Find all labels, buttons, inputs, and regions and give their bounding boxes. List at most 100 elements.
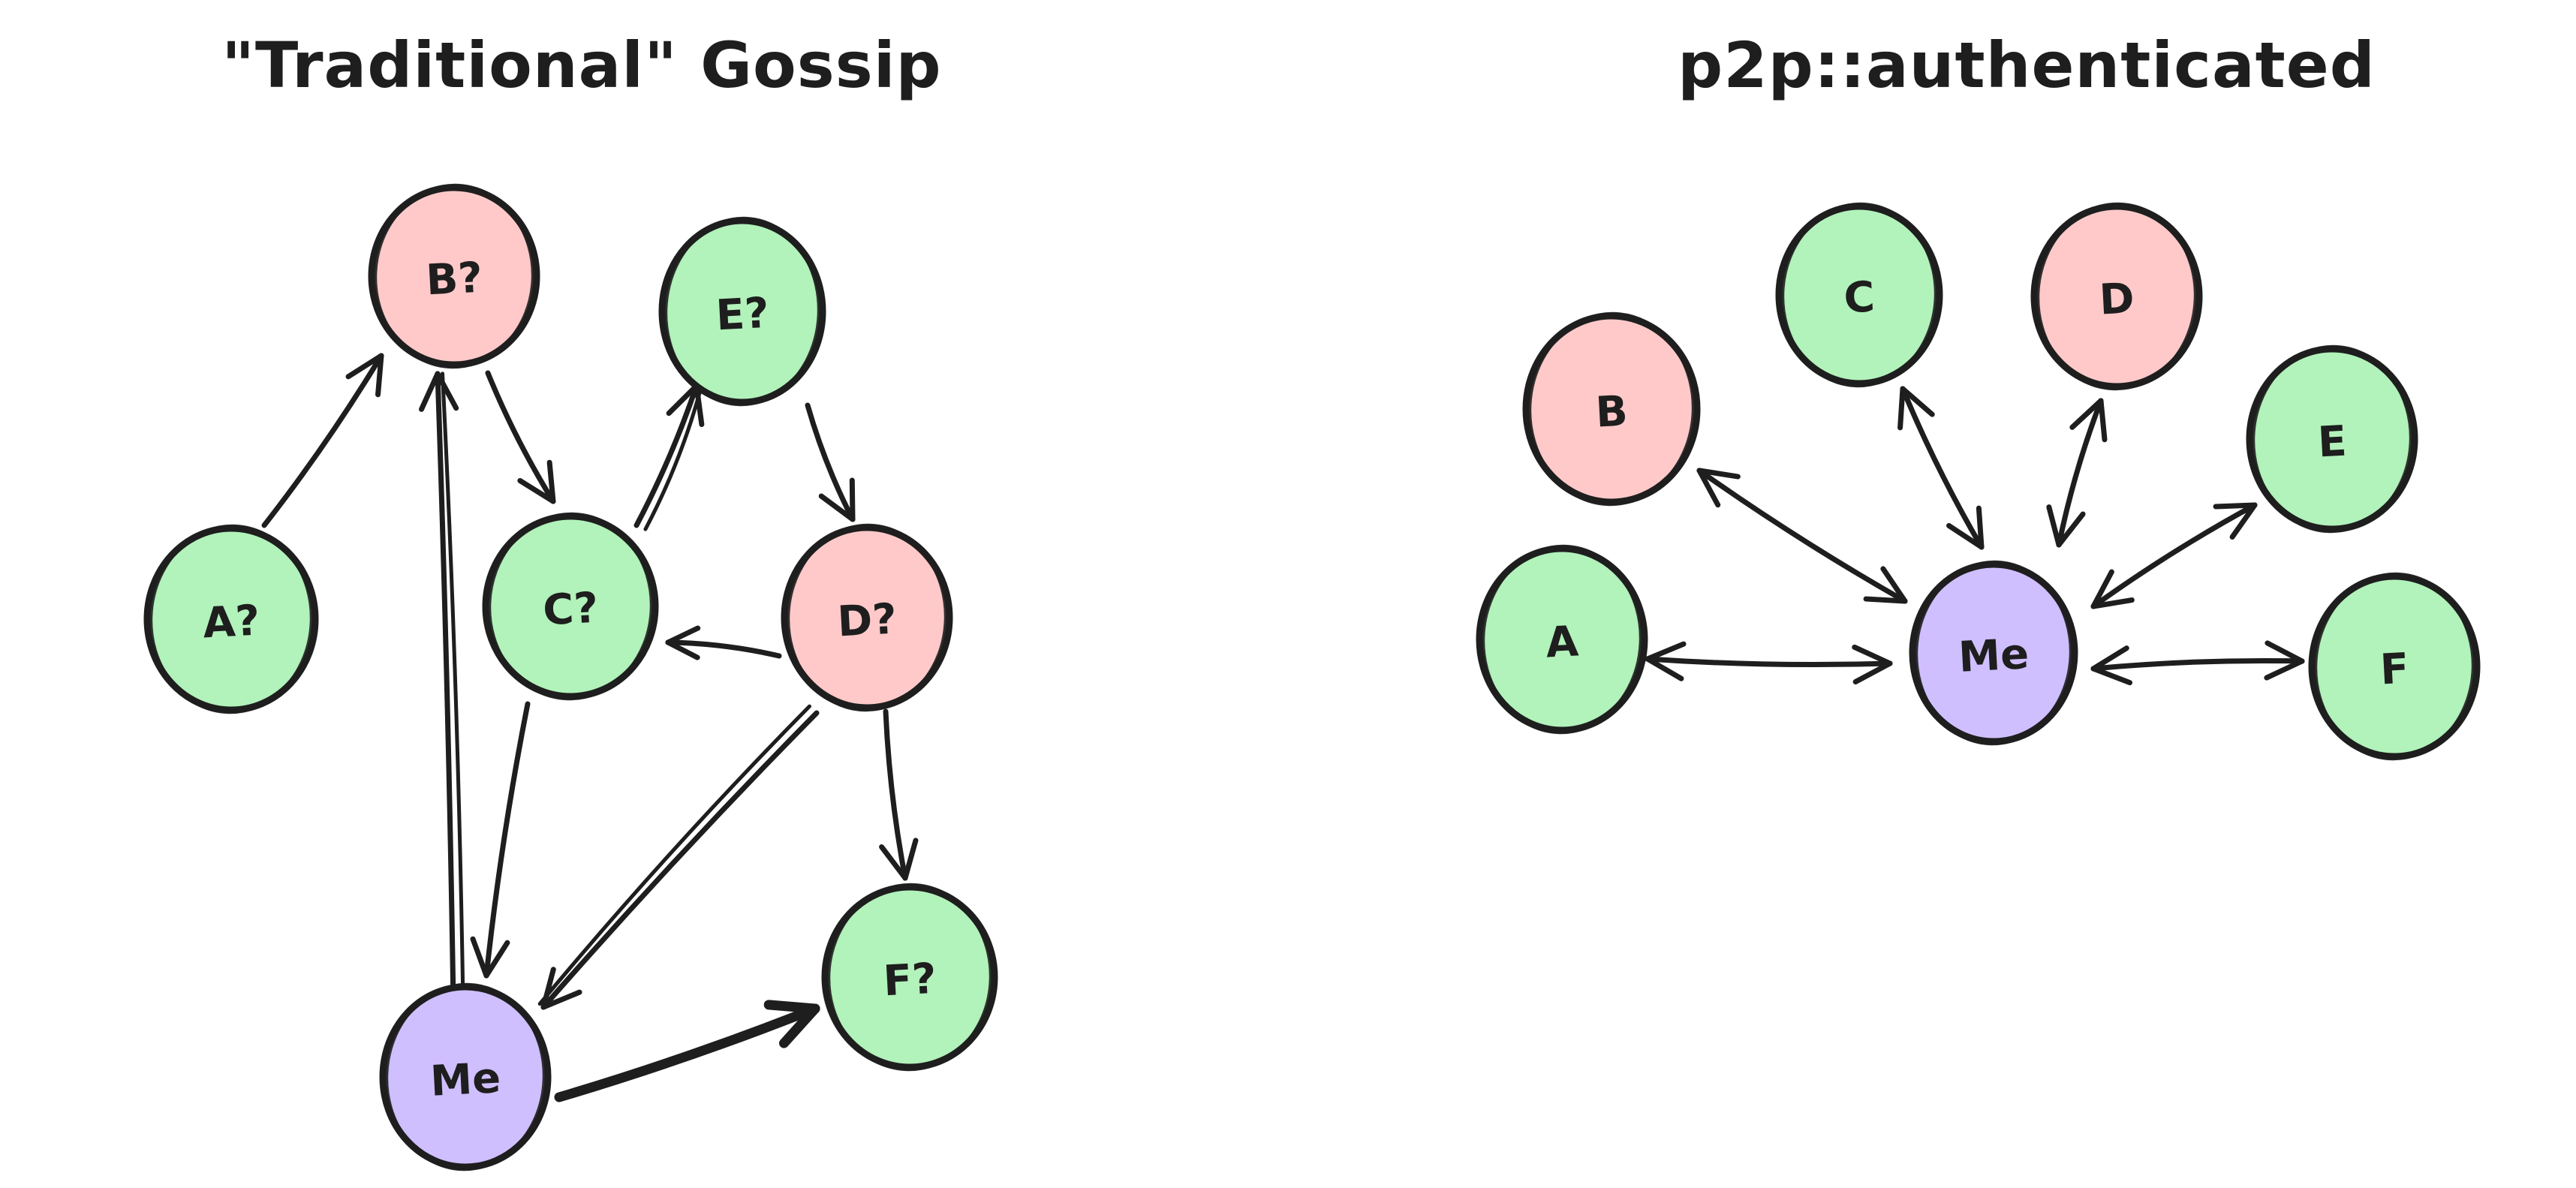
- arrowhead-icon: [1880, 566, 1908, 604]
- arrowhead-icon: [1897, 386, 1906, 431]
- edge-line: [1696, 468, 1908, 604]
- node-p2p-authenticated-f: F: [2308, 572, 2481, 761]
- node-circle: [143, 525, 319, 714]
- edge-me-to-b: [419, 371, 465, 1007]
- edge-line-sketch-pass: [440, 371, 465, 1006]
- node-label: B: [1594, 386, 1629, 437]
- node-circle: [781, 524, 953, 711]
- edge-d-to-c: [665, 625, 782, 660]
- node-circle: [482, 513, 659, 700]
- edge-me-to-f: [554, 1000, 820, 1102]
- arrowhead-icon: [879, 844, 908, 881]
- node-label: D: [2098, 274, 2135, 324]
- node-label: Me: [429, 1054, 502, 1106]
- node-label: F: [2379, 645, 2410, 695]
- node-circle-sketch-pass: [149, 524, 314, 714]
- edge-line: [665, 639, 782, 659]
- node-label: C: [1843, 272, 1876, 323]
- node-p2p-authenticated-d: D: [2030, 202, 2203, 391]
- arrowhead-icon: [2265, 640, 2305, 664]
- edge-c-to-me: [470, 701, 531, 979]
- node-p2p-authenticated-c: C: [1775, 202, 1943, 388]
- node-traditional-gossip-c: C?: [482, 512, 659, 701]
- arrowhead-icon: [546, 459, 556, 504]
- edge-line: [1645, 656, 1893, 668]
- node-circle: [658, 217, 826, 406]
- node-circle: [1909, 561, 2078, 745]
- node-label: A: [1545, 617, 1580, 667]
- arrowhead-icon: [694, 383, 705, 428]
- node-circle: [368, 184, 540, 368]
- arrowhead-icon: [419, 371, 441, 412]
- arrowhead-icon: [818, 493, 856, 522]
- arrowhead-icon: [435, 371, 459, 411]
- node-label: C?: [542, 584, 600, 636]
- arrowhead-icon: [2056, 511, 2086, 548]
- arrowhead-icon: [517, 478, 556, 504]
- node-label: B?: [425, 254, 483, 305]
- arrowhead-icon: [2069, 398, 2104, 430]
- arrowhead-icon: [665, 625, 701, 645]
- arrowhead-icon: [763, 1000, 820, 1014]
- node-p2p-authenticated-a: A: [1476, 544, 1648, 735]
- arrowhead-icon: [375, 353, 384, 398]
- node-circle-sketch-pass: [1780, 202, 1938, 388]
- edge-e-to-me: [2090, 502, 2258, 609]
- arrowhead-icon: [779, 1003, 820, 1048]
- edge-a-to-me: [1645, 641, 1893, 685]
- arrowhead-icon: [2046, 504, 2062, 548]
- node-circle: [1522, 312, 1701, 506]
- arrowhead-icon: [665, 639, 700, 660]
- node-circle-sketch-pass: [664, 216, 821, 407]
- arrowhead-icon: [2090, 645, 2129, 672]
- node-label: A?: [202, 597, 261, 648]
- arrowhead-icon: [2090, 597, 2135, 609]
- node-circle-sketch-pass: [1527, 311, 1696, 507]
- node-p2p-authenticated-b: B: [1522, 311, 1701, 507]
- edge-f-to-me: [2090, 640, 2305, 686]
- node-circle: [2308, 573, 2481, 760]
- arrowhead-icon: [2213, 502, 2258, 510]
- edge-line: [261, 353, 384, 528]
- arrowhead-icon: [2229, 502, 2258, 540]
- arrowhead-icon: [470, 936, 489, 979]
- edge-line: [435, 371, 456, 1007]
- node-circle-sketch-pass: [826, 883, 993, 1072]
- arrowhead-icon: [1852, 644, 1893, 666]
- node-circle: [821, 883, 998, 1071]
- edge-line: [1900, 386, 1985, 550]
- node-circle-sketch-pass: [2251, 344, 2413, 534]
- node-circle-sketch-pass: [487, 512, 654, 701]
- node-circle-sketch-pass: [1914, 560, 2073, 746]
- arrowhead-icon: [1852, 660, 1893, 685]
- node-label: E: [2316, 417, 2348, 468]
- edge-b-to-c: [485, 370, 556, 504]
- edge-line: [483, 701, 531, 979]
- edge-d-to-f: [879, 708, 919, 881]
- node-traditional-gossip-f: F?: [821, 883, 998, 1072]
- left-diagram-title: "Traditional" Gossip: [221, 29, 942, 102]
- arrowhead-icon: [1696, 468, 1721, 508]
- node-traditional-gossip-e: E?: [658, 216, 826, 407]
- edge-c-to-me: [1897, 386, 1985, 550]
- node-label: F?: [882, 955, 937, 1006]
- node-label: D?: [836, 594, 898, 646]
- arrowhead-icon: [666, 383, 700, 417]
- arrowhead-icon: [345, 353, 384, 380]
- edge-line: [805, 402, 856, 522]
- edge-line: [2090, 657, 2305, 672]
- arrowhead-icon: [1900, 386, 1935, 417]
- edge-line: [554, 1003, 820, 1102]
- arrowhead-icon: [540, 967, 556, 1010]
- node-traditional-gossip-me: Me: [379, 982, 552, 1171]
- node-circle-sketch-pass: [373, 183, 535, 369]
- edge-line: [485, 370, 556, 504]
- node-circle-sketch-pass: [786, 523, 948, 712]
- arrowhead-icon: [540, 989, 582, 1010]
- arrowhead-icon: [2090, 569, 2114, 609]
- edge-line: [2090, 502, 2258, 609]
- diagram-traditional-gossip: A? B? E? C? D? F? Me: [143, 183, 998, 1171]
- arrowhead-icon: [483, 940, 510, 979]
